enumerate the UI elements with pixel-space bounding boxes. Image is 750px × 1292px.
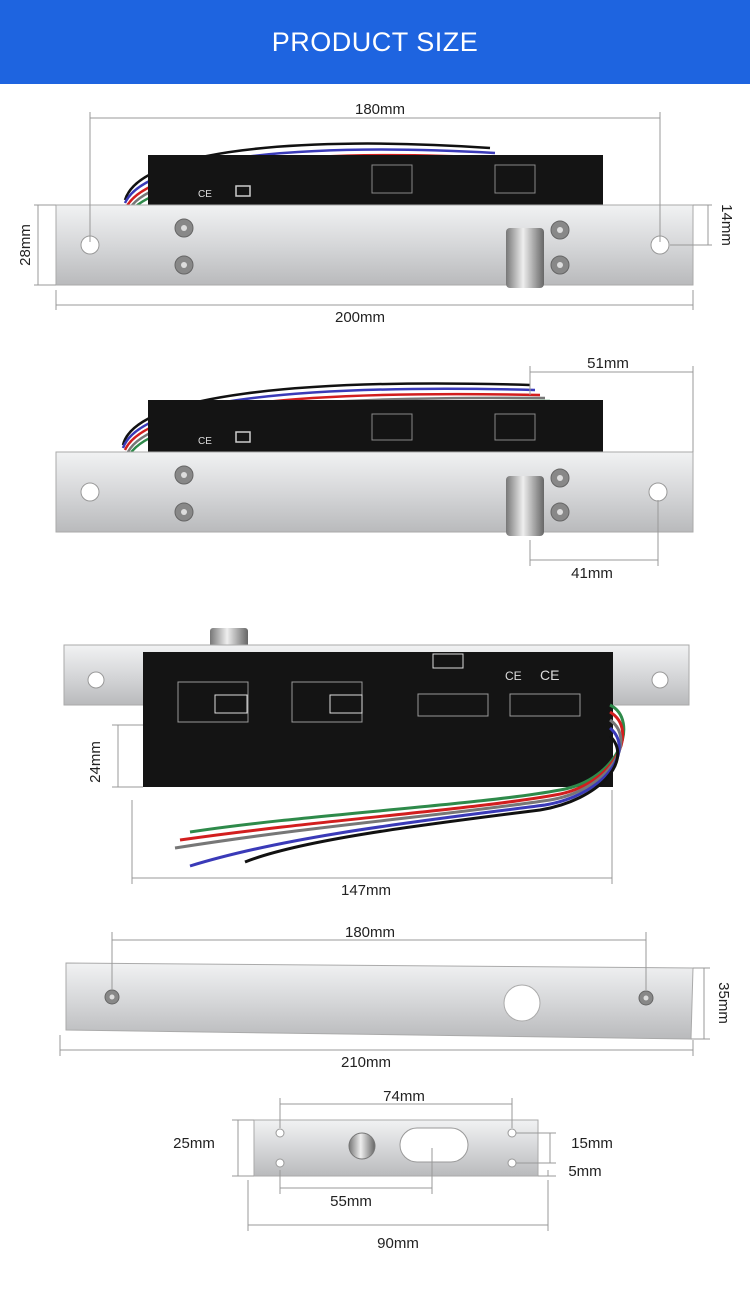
small-strike-plate [253, 1119, 539, 1177]
dim-74mm: 74mm [383, 1088, 425, 1105]
page-header: PRODUCT SIZE [0, 0, 750, 84]
lock-body-circuit-print [177, 653, 581, 723]
dim-14mm: 14mm [718, 204, 735, 246]
lock-body-circuit-print: CE [198, 164, 536, 200]
svg-text:CE: CE [540, 667, 559, 683]
svg-text:CE: CE [198, 189, 212, 200]
lock-body [143, 652, 613, 787]
dim-210mm: 210mm [341, 1054, 391, 1071]
face-plate [55, 451, 694, 533]
face-plate [55, 204, 694, 286]
dim-180mm-strike: 180mm [345, 924, 395, 941]
page-title: PRODUCT SIZE [271, 26, 479, 57]
lock-bolt [506, 476, 544, 536]
view-small-strike: 74mm 25mm 15mm 5mm 55mm 90mm [173, 1088, 613, 1252]
dim-28mm: 28mm [17, 224, 34, 266]
dim-51mm: 51mm [587, 355, 629, 372]
dim-90mm: 90mm [377, 1235, 419, 1252]
view-side-lock: CE 51mm 41mm [55, 355, 694, 582]
svg-text:CE: CE [198, 436, 212, 447]
dim-5mm: 5mm [568, 1163, 601, 1180]
dim-180mm-top: 180mm [355, 101, 405, 118]
dim-55mm: 55mm [330, 1193, 372, 1210]
lock-body [148, 400, 603, 455]
dim-35mm: 35mm [715, 982, 732, 1024]
lock-bolt [506, 228, 544, 288]
view-strike-plate: 180mm 35mm 210mm [59, 924, 732, 1071]
dim-24mm: 24mm [87, 741, 104, 783]
dim-200mm: 200mm [335, 309, 385, 326]
dim-15mm: 15mm [571, 1135, 613, 1152]
view-back-lock: CE CE 24mm 147mm [63, 628, 690, 899]
strike-plate [65, 962, 694, 1040]
product-size-diagram: CE 180mm 28mm 14mm 200mm [17, 101, 735, 1252]
svg-text:CE: CE [505, 669, 522, 683]
dim-41mm: 41mm [571, 565, 613, 582]
dim-25mm: 25mm [173, 1135, 215, 1152]
view-front-lock: CE 180mm 28mm 14mm 200mm [17, 101, 735, 326]
lock-body [148, 155, 603, 210]
dim-147mm: 147mm [341, 882, 391, 899]
